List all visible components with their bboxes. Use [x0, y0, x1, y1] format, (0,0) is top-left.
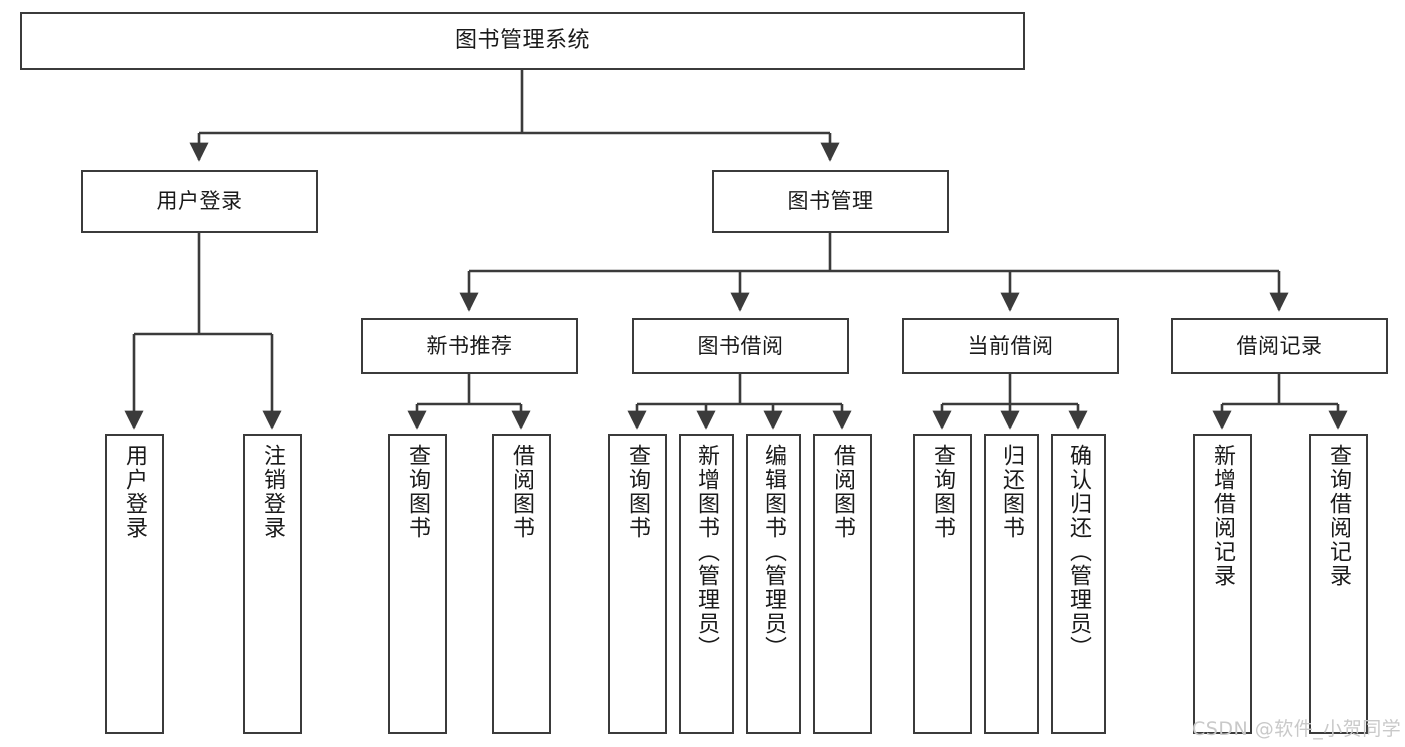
- node-label: 查询图书: [625, 444, 651, 540]
- node-label: 借阅图书: [830, 444, 856, 540]
- node-new-book-recommend[interactable]: 新书推荐: [361, 318, 578, 374]
- leaf-return-book[interactable]: 归还图书: [984, 434, 1039, 734]
- leaf-query-book-current[interactable]: 查询图书: [913, 434, 972, 734]
- leaf-user-login[interactable]: 用户登录: [105, 434, 164, 734]
- node-user-login[interactable]: 用户登录: [81, 170, 318, 233]
- node-label: 图书借阅: [697, 333, 784, 358]
- leaf-borrow-book-recommend[interactable]: 借阅图书: [492, 434, 551, 734]
- node-label: 查询借阅记录: [1326, 444, 1352, 588]
- csdn-watermark: CSDN @软件_小贺同学: [1192, 718, 1402, 740]
- node-label: 当前借阅: [967, 333, 1054, 358]
- node-current-borrow[interactable]: 当前借阅: [902, 318, 1119, 374]
- leaf-logout-login[interactable]: 注销登录: [243, 434, 302, 734]
- leaf-query-book-recommend[interactable]: 查询图书: [388, 434, 447, 734]
- leaf-confirm-return-admin[interactable]: 确认归还（管理员）: [1051, 434, 1106, 734]
- node-label: 归还图书: [999, 444, 1025, 540]
- node-label: 借阅记录: [1236, 333, 1323, 358]
- node-label: 注销登录: [260, 444, 286, 540]
- node-label: 借阅图书: [509, 444, 535, 540]
- node-label: 查询图书: [930, 444, 956, 540]
- leaf-edit-book-admin[interactable]: 编辑图书（管理员）: [746, 434, 801, 734]
- leaf-query-book-borrow[interactable]: 查询图书: [608, 434, 667, 734]
- node-label: 图书管理系统: [454, 28, 590, 54]
- node-label: 新增借阅记录: [1210, 444, 1236, 588]
- node-label: 图书管理: [787, 189, 874, 214]
- node-label: 确认归还（管理员）: [1066, 444, 1092, 660]
- node-label: 查询图书: [405, 444, 431, 540]
- node-root-book-management-system[interactable]: 图书管理系统: [20, 12, 1025, 70]
- node-book-manage[interactable]: 图书管理: [712, 170, 949, 233]
- node-label: 用户登录: [156, 189, 243, 214]
- node-borrow-record[interactable]: 借阅记录: [1171, 318, 1388, 374]
- node-label: 编辑图书（管理员）: [761, 444, 787, 660]
- node-book-borrow[interactable]: 图书借阅: [632, 318, 849, 374]
- node-label: 新书推荐: [426, 333, 513, 358]
- node-label: 新增图书（管理员）: [694, 444, 720, 660]
- leaf-add-borrow-record[interactable]: 新增借阅记录: [1193, 434, 1252, 734]
- leaf-add-book-admin[interactable]: 新增图书（管理员）: [679, 434, 734, 734]
- leaf-borrow-book-borrow[interactable]: 借阅图书: [813, 434, 872, 734]
- leaf-query-borrow-record[interactable]: 查询借阅记录: [1309, 434, 1368, 734]
- node-label: 用户登录: [122, 444, 148, 540]
